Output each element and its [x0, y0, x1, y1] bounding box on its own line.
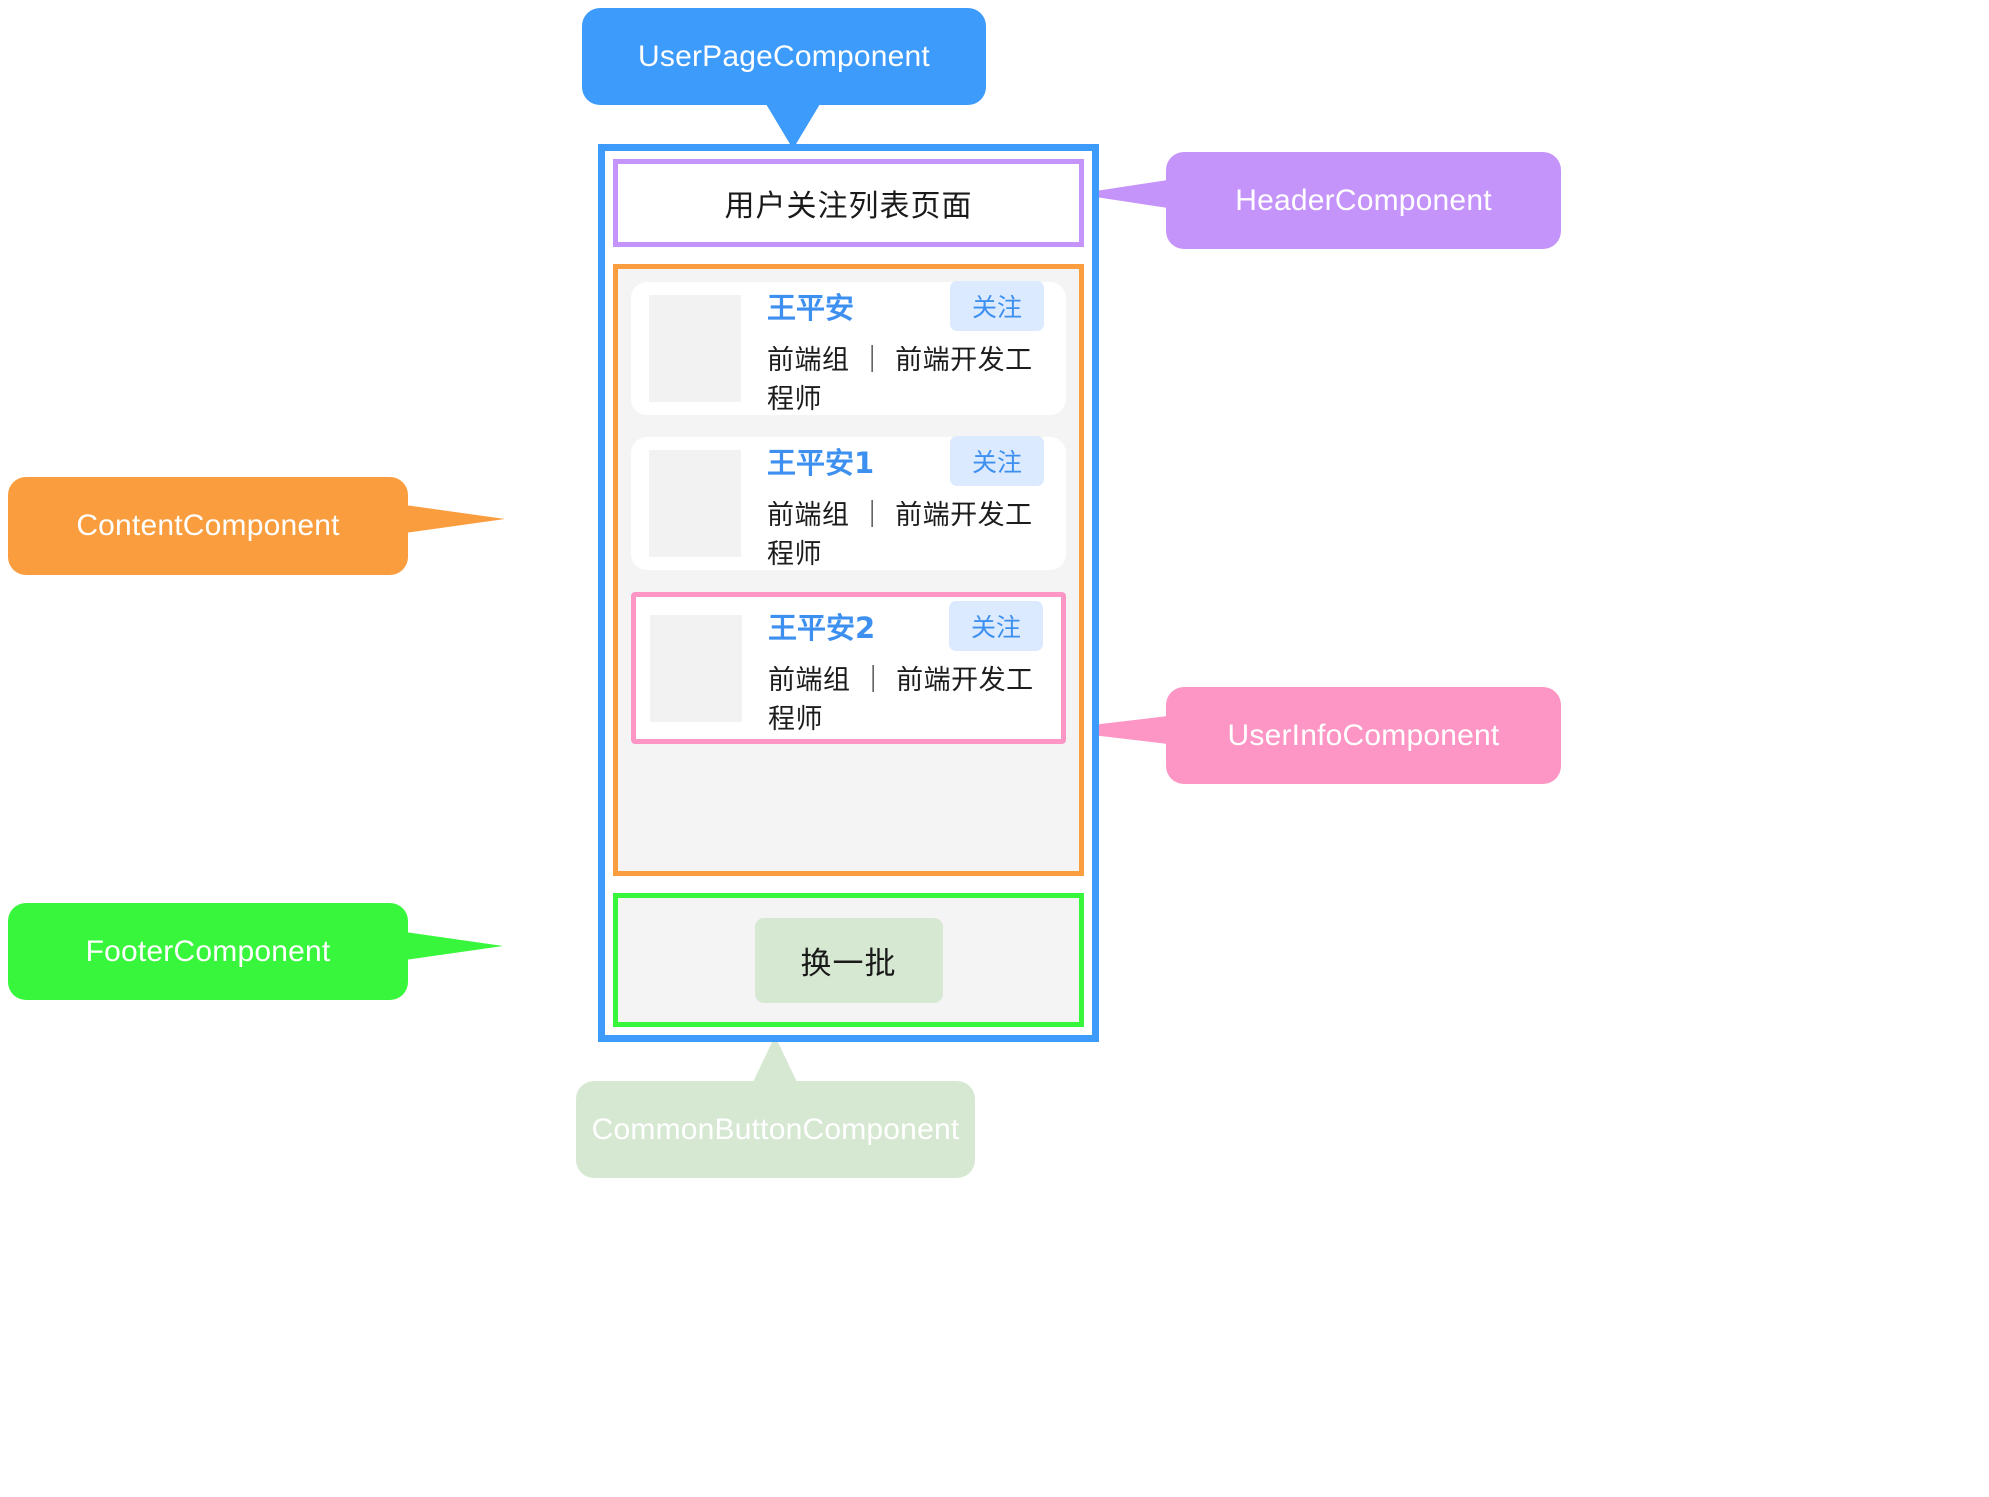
- callout-footer-component: FooterComponent: [8, 903, 408, 1000]
- footer-callout-tail: [405, 932, 503, 960]
- userpage-callout-tail: [766, 104, 820, 149]
- user-info-card[interactable]: 王平安 关注 前端组 ｜ 前端开发工程师: [631, 281, 1066, 416]
- follow-button[interactable]: 关注: [949, 281, 1044, 331]
- user-description: 前端组 ｜ 前端开发工程师: [767, 500, 1033, 570]
- header-component-block: 用户关注列表页面: [613, 159, 1084, 247]
- commonbutton-callout-tail: [753, 1036, 797, 1082]
- user-name: 王平安1: [767, 446, 875, 480]
- callout-content-label: ContentComponent: [76, 509, 340, 542]
- page-title: 用户关注列表页面: [724, 189, 973, 224]
- callout-header-component: HeaderComponent: [1166, 152, 1561, 249]
- refresh-batch-button[interactable]: 换一批: [754, 917, 943, 1003]
- callout-common-button-component: CommonButtonComponent: [576, 1081, 975, 1178]
- user-page-component-frame: 用户关注列表页面 王平安 关注 前端组 ｜ 前端开发工程师 王平安1 关注 前端…: [598, 144, 1099, 1042]
- footer-component-block: 换一批: [613, 893, 1084, 1027]
- user-meta: 王平安1 关注 前端组 ｜ 前端开发工程师: [767, 436, 1048, 571]
- user-name-row: 王平安2 关注: [768, 600, 1047, 651]
- user-info-card[interactable]: 王平安1 关注 前端组 ｜ 前端开发工程师: [631, 436, 1066, 571]
- user-name: 王平安2: [768, 610, 876, 645]
- user-meta: 王平安 关注 前端组 ｜ 前端开发工程师: [767, 281, 1048, 416]
- follow-button[interactable]: 关注: [948, 600, 1043, 651]
- user-name-row: 王平安 关注: [767, 281, 1048, 331]
- callout-footer-label: FooterComponent: [85, 934, 331, 968]
- avatar: [649, 295, 741, 402]
- avatar: [649, 450, 741, 557]
- content-component-block: 王平安 关注 前端组 ｜ 前端开发工程师 王平安1 关注 前端组 ｜ 前端开发工…: [613, 264, 1084, 876]
- callout-content-component: ContentComponent: [8, 477, 408, 575]
- user-meta: 王平安2 关注 前端组 ｜ 前端开发工程师: [768, 600, 1047, 736]
- avatar: [650, 614, 742, 722]
- callout-user-info-label: UserInfoComponent: [1227, 718, 1500, 752]
- callout-user-info-component: UserInfoComponent: [1166, 687, 1561, 784]
- content-callout-tail: [405, 505, 505, 533]
- callout-user-page-label: UserPageComponent: [638, 39, 930, 73]
- callout-common-button-label: CommonButtonComponent: [591, 1112, 960, 1146]
- user-description: 前端组 ｜ 前端开发工程师: [767, 345, 1033, 415]
- user-info-card-highlighted[interactable]: 王平安2 关注 前端组 ｜ 前端开发工程师: [631, 592, 1066, 744]
- callout-header-label: HeaderComponent: [1235, 183, 1492, 217]
- user-description: 前端组 ｜ 前端开发工程师: [768, 664, 1034, 735]
- user-name-row: 王平安1 关注: [767, 436, 1048, 486]
- callout-user-page-component: UserPageComponent: [582, 8, 986, 105]
- follow-button[interactable]: 关注: [949, 436, 1044, 486]
- user-name: 王平安: [767, 291, 855, 325]
